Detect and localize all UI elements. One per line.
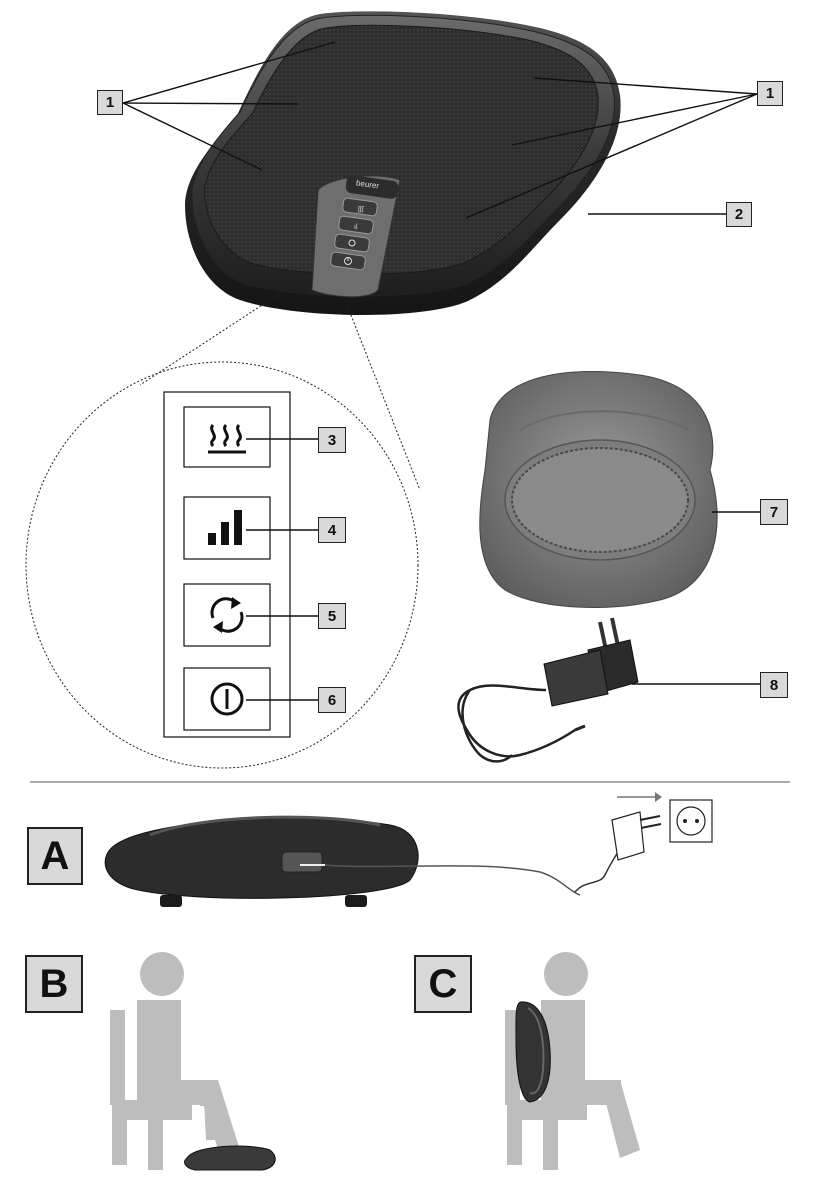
control-panel-zoom	[25, 361, 419, 769]
step-label-a: A	[27, 827, 83, 885]
callout-4: 4	[318, 517, 346, 543]
step-b-illustration	[110, 952, 276, 1171]
callout-7: 7	[760, 499, 788, 525]
rotation-button-panel	[183, 583, 271, 647]
heat-icon	[208, 423, 246, 454]
fabric-cover	[479, 370, 760, 608]
step-c-illustration	[505, 952, 640, 1170]
step-label-b: B	[25, 955, 83, 1013]
svg-text:ıl: ıl	[354, 224, 358, 231]
foot-massager-device: ∫∫∫ ıl	[122, 11, 758, 491]
intensity-bars-icon	[208, 510, 242, 545]
callout-2: 2	[726, 202, 752, 227]
power-button-panel	[183, 667, 271, 731]
svg-text:∫∫∫: ∫∫∫	[357, 206, 365, 213]
wall-socket	[669, 799, 713, 843]
callout-6: 6	[318, 687, 346, 713]
callout-1-right: 1	[757, 81, 783, 106]
step-a-illustration	[104, 792, 713, 907]
callout-1-left: 1	[97, 90, 123, 115]
step-label-c: C	[414, 955, 472, 1013]
callout-5: 5	[318, 603, 346, 629]
power-icon	[210, 682, 244, 716]
callout-3: 3	[318, 427, 346, 453]
power-adapter	[457, 617, 760, 763]
device-buttons: ∫∫∫ ıl	[330, 197, 378, 271]
callout-8: 8	[760, 672, 788, 698]
rotation-direction-icon	[210, 597, 244, 633]
